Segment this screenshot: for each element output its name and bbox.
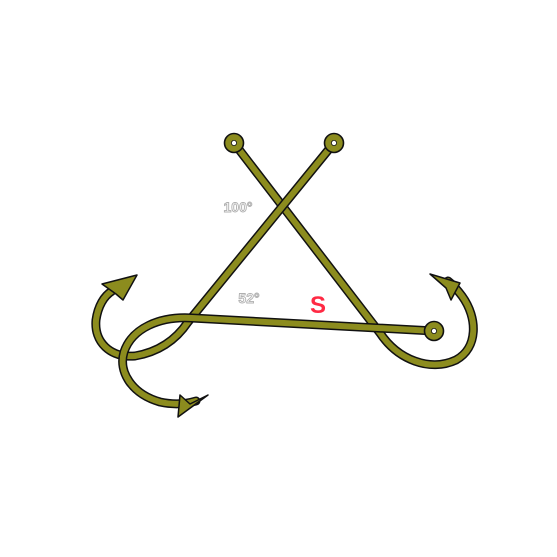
hook-right-eye-hole bbox=[230, 139, 237, 146]
hook-right-barb bbox=[429, 273, 461, 301]
hook-bottom-shank bbox=[119, 314, 437, 407]
hook-bottom bbox=[118, 313, 445, 418]
hook-bottom-eye-hole bbox=[430, 327, 437, 334]
hook-left-upper-barb bbox=[101, 274, 138, 301]
point-label-s: S bbox=[310, 292, 326, 319]
hook-right bbox=[223, 132, 478, 370]
angle-label-top: 100° bbox=[224, 199, 253, 215]
hook-bottom-barb bbox=[177, 394, 209, 418]
hook-left-upper-shank bbox=[92, 140, 337, 360]
angle-label-left: 52° bbox=[238, 290, 259, 306]
hook-left-upper-eye-hole bbox=[330, 139, 337, 146]
hook-left-upper bbox=[91, 132, 345, 361]
